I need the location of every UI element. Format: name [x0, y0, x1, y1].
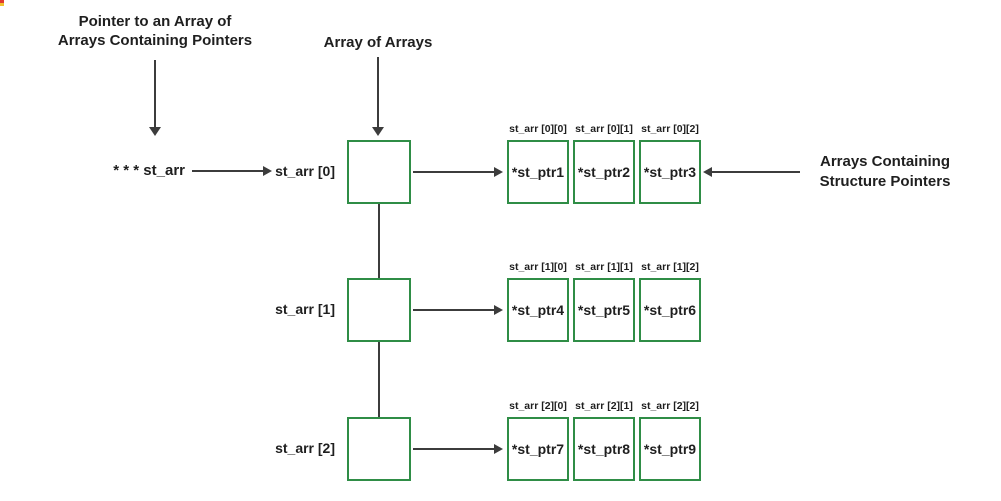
connector-box1-box2: [378, 342, 380, 417]
row1-array-box: [347, 278, 411, 342]
row2-pointer-label: st_arr [2]: [275, 440, 335, 456]
row1-cell0: *st_ptr4: [507, 278, 569, 342]
row2-cell2-label: st_arr [2][2]: [641, 400, 699, 412]
row1-arrow-line: [413, 309, 495, 311]
row2-cells: *st_ptr7 *st_ptr8 *st_ptr9: [507, 417, 701, 481]
pointer-title-down-arrow-icon: [149, 127, 161, 136]
row2-cell2: *st_ptr9: [639, 417, 701, 481]
row2-cell-labels: st_arr [2][0] st_arr [2][1] st_arr [2][2…: [507, 400, 701, 413]
row2-pointer-array: st_arr [2][0] st_arr [2][1] st_arr [2][2…: [507, 400, 701, 481]
pointer-title: Pointer to an Array of Arrays Containing…: [30, 12, 280, 50]
row2-array-box: [347, 417, 411, 481]
root-pointer-right-arrow-icon: [263, 166, 272, 176]
row0-cell1-label: st_arr [0][1]: [575, 123, 633, 135]
row1-cells: *st_ptr4 *st_ptr5 *st_ptr6: [507, 278, 701, 342]
row0-cell1: *st_ptr2: [573, 140, 635, 204]
row0-pointer-label: st_arr [0]: [275, 163, 335, 179]
row1-cell2: *st_ptr6: [639, 278, 701, 342]
row1-cell0-label: st_arr [1][0]: [509, 261, 567, 273]
right-annotation-arrow-line: [712, 171, 800, 173]
pointer-title-line2: Arrays Containing Pointers: [57, 32, 253, 49]
pointer-title-arrow-line: [154, 60, 156, 127]
row0-cell2: *st_ptr3: [639, 140, 701, 204]
row1-cell1: *st_ptr5: [573, 278, 635, 342]
row0-cell-labels: st_arr [0][0] st_arr [0][1] st_arr [0][2…: [507, 123, 701, 136]
row0-cells: *st_ptr1 *st_ptr2 *st_ptr3: [507, 140, 701, 204]
root-pointer-label: * * * st_arr: [113, 162, 185, 179]
root-pointer-arrow-line: [192, 170, 264, 172]
row0-cell0: *st_ptr1: [507, 140, 569, 204]
row2-cell1-label: st_arr [2][1]: [575, 400, 633, 412]
right-annotation-left-arrow-icon: [703, 167, 712, 177]
connector-box0-box1: [378, 204, 380, 278]
screenshot-artifact-red: [0, 0, 4, 3]
row2-cell0: *st_ptr7: [507, 417, 569, 481]
row1-cell-labels: st_arr [1][0] st_arr [1][1] st_arr [1][2…: [507, 261, 701, 274]
pointer-title-line1: Pointer to an Array of: [78, 13, 232, 30]
right-annotation-line1: Arrays Containing: [819, 153, 951, 170]
row0-arrow-line: [413, 171, 495, 173]
screenshot-artifact-yellow: [0, 3, 4, 6]
right-annotation-line2: Structure Pointers: [819, 173, 951, 190]
row2-cell0-label: st_arr [2][0]: [509, 400, 567, 412]
row0-array-box: [347, 140, 411, 204]
row0-cell0-label: st_arr [0][0]: [509, 123, 567, 135]
row0-right-arrow-icon: [494, 167, 503, 177]
row2-right-arrow-icon: [494, 444, 503, 454]
row2-cell1: *st_ptr8: [573, 417, 635, 481]
row0-pointer-array: st_arr [0][0] st_arr [0][1] st_arr [0][2…: [507, 123, 701, 204]
row1-cell2-label: st_arr [1][2]: [641, 261, 699, 273]
array-of-arrays-title: Array of Arrays: [323, 34, 433, 51]
row1-cell1-label: st_arr [1][1]: [575, 261, 633, 273]
row1-pointer-array: st_arr [1][0] st_arr [1][1] st_arr [1][2…: [507, 261, 701, 342]
row2-arrow-line: [413, 448, 495, 450]
row1-pointer-label: st_arr [1]: [275, 301, 335, 317]
screenshot-artifact: [0, 0, 4, 6]
array-of-arrays-down-arrow-icon: [372, 127, 384, 136]
row1-right-arrow-icon: [494, 305, 503, 315]
array-of-arrays-arrow-line: [377, 57, 379, 127]
right-annotation: Arrays Containing Structure Pointers: [795, 152, 975, 192]
row0-cell2-label: st_arr [0][2]: [641, 123, 699, 135]
